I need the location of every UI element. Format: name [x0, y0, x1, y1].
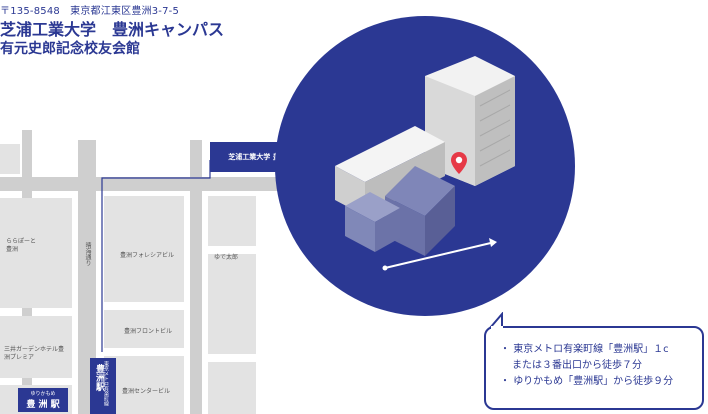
label-front: 豊洲フロントビル [124, 328, 173, 335]
road-vertical-mid [190, 140, 202, 414]
info-box-tail [488, 312, 503, 330]
block-yutaro [208, 196, 256, 246]
block-foresia [104, 196, 184, 302]
access-metro-text: 東京メトロ有楽町線「豊洲駅」１c [513, 344, 669, 355]
label-hotel: 三井ガーデンホテル豊洲プレミア [4, 346, 65, 361]
label-yutaro: ゆで太郎 [214, 254, 239, 261]
access-yurikamome-line: ・ ゆりかもめ「豊洲駅」から徒歩９分 [500, 376, 674, 387]
road-horizontal-top [0, 177, 310, 191]
access-metro-line: ・ 東京メトロ有楽町線「豊洲駅」１c [500, 344, 669, 355]
building-title: 有元史郎記念校友会館 [0, 41, 140, 57]
block-left-lalaport [0, 198, 72, 308]
yurikamome-station-name: 豊 洲 駅 [26, 400, 60, 410]
access-metro-line2: または３番出口から徒歩７分 [500, 358, 694, 374]
street-map: 豊洲フォレシアビル 豊洲フロントビル 豊洲センタービル ゆで太郎 ららぽーと豊洲… [0, 130, 330, 414]
access-info: ・ 東京メトロ有楽町線「豊洲駅」１c または３番出口から徒歩７分 ・ ゆりかもめ… [484, 326, 704, 410]
block-center [104, 356, 184, 414]
metro-line-label: 東京メトロ有楽町線 [103, 361, 109, 406]
access-metro-text2: または３番出口から徒歩７分 [512, 360, 642, 371]
postal-address: 〒135-8548 東京都江東区豊洲3-7-5 [0, 6, 180, 17]
label-lalaport: ららぽーと豊洲 [6, 238, 37, 253]
metro-station[interactable]: 東京メトロ有楽町線 豊洲駅 [90, 358, 116, 414]
label-center: 豊洲センタービル [122, 388, 171, 395]
road-harumi [78, 140, 96, 414]
campus-title: 芝浦工業大学 豊洲キャンパス [0, 20, 225, 39]
block-left-hotel [0, 316, 72, 378]
block-left-top [0, 144, 20, 174]
block-front [104, 310, 184, 348]
metro-station-name: 豊洲駅 [94, 364, 104, 391]
block-right-mid [208, 254, 256, 354]
building-illustration [335, 56, 515, 271]
label-harumi-road: 晴海通り [84, 242, 91, 266]
block-right-bottom [208, 362, 256, 414]
label-foresia: 豊洲フォレシアビル [120, 252, 175, 259]
campus-illustration [275, 16, 575, 316]
location-pin-icon [451, 152, 467, 174]
yurikamome-station[interactable]: ゆりかもめ 豊 洲 駅 [18, 388, 68, 412]
yurikamome-line-label: ゆりかもめ [30, 391, 56, 397]
access-yurikamome-text: ゆりかもめ「豊洲駅」から徒歩９分 [513, 376, 674, 387]
